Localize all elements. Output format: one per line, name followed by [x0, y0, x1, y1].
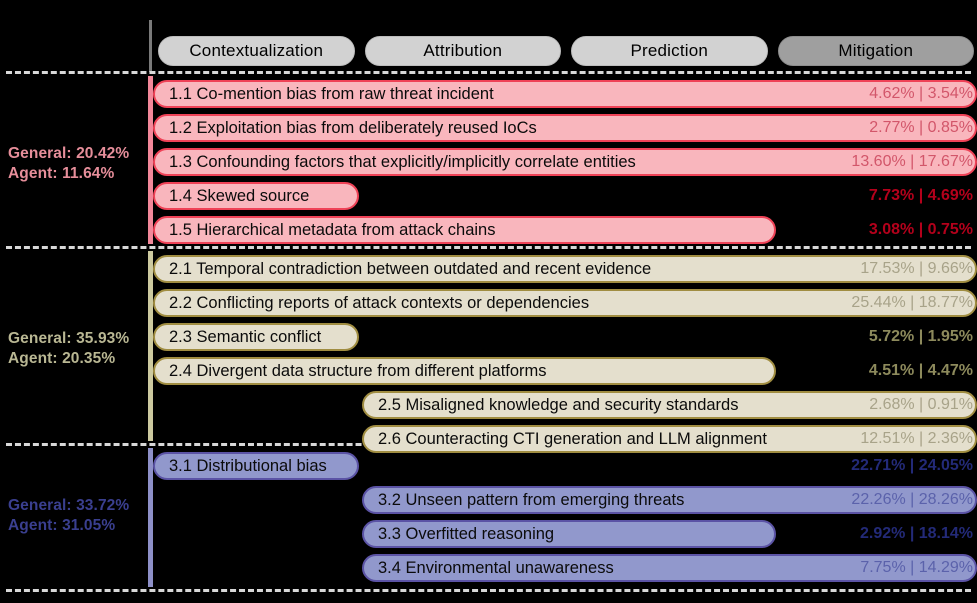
tab-mitigation[interactable]: Mitigation	[777, 36, 974, 66]
row-values: 13.60% | 17.67%	[851, 153, 973, 170]
row-label: 3.3 Overfitted reasoning	[378, 524, 555, 543]
table-row[interactable]: 2.5 Misaligned knowledge and security st…	[153, 391, 977, 419]
summary-general: General: 20.42%	[8, 145, 130, 162]
summary-agent: Agent: 31.05%	[8, 517, 116, 534]
row-pill[interactable]: 2.1 Temporal contradiction between outda…	[153, 255, 977, 283]
tab-contextualization[interactable]: Contextualization	[158, 36, 355, 66]
row-pill[interactable]: 1.2 Exploitation bias from deliberately …	[153, 114, 977, 142]
table-row[interactable]: 1.4 Skewed source 7.73% | 4.69%	[153, 182, 977, 210]
row-label: 2.5 Misaligned knowledge and security st…	[378, 395, 739, 414]
table-row[interactable]: 1.1 Co-mention bias from raw threat inci…	[153, 80, 977, 108]
row-pill[interactable]: 2.3 Semantic conflict	[153, 323, 359, 351]
section-summary-2: General: 35.93% Agent: 20.35%	[8, 329, 129, 369]
row-pill[interactable]: 1.4 Skewed source	[153, 182, 359, 210]
section-separator-1	[6, 71, 971, 74]
table-row[interactable]: 3.2 Unseen pattern from emerging threats…	[153, 486, 977, 514]
table-row[interactable]: 3.3 Overfitted reasoning 2.92% | 18.14%	[153, 520, 977, 548]
table-row[interactable]: 2.4 Divergent data structure from differ…	[153, 357, 977, 385]
tab-label: Attribution	[423, 41, 503, 60]
row-values: 7.75% | 14.29%	[860, 559, 973, 576]
section-conflict: General: 35.93% Agent: 20.35% 2.1 Tempor…	[0, 251, 977, 453]
row-values: 25.44% | 18.77%	[851, 294, 973, 311]
table-row[interactable]: 2.6 Counteracting CTI generation and LLM…	[153, 425, 977, 453]
row-label: 2.1 Temporal contradiction between outda…	[169, 259, 652, 278]
row-label: 2.3 Semantic conflict	[169, 327, 322, 346]
header: Contextualization Attribution Prediction Mi…	[0, 0, 977, 72]
section-accent-spine	[148, 76, 153, 244]
section-general-bias: General: 20.42% Agent: 11.64% 1.1 Co-men…	[0, 76, 977, 244]
section-generalization: General: 33.72% Agent: 31.05% 3.1 Distri…	[0, 448, 977, 587]
table-row[interactable]: 3.1 Distributional bias 22.71% | 24.05%	[153, 452, 977, 480]
row-label: 2.4 Divergent data structure from differ…	[169, 361, 547, 380]
tab-label: Prediction	[630, 41, 709, 60]
row-pill[interactable]: 2.5 Misaligned knowledge and security st…	[362, 391, 977, 419]
row-values: 4.51% | 4.47%	[868, 362, 973, 379]
table-row[interactable]: 1.2 Exploitation bias from deliberately …	[153, 114, 977, 142]
row-label: 2.2 Conflicting reports of attack contex…	[169, 293, 590, 312]
row-label: 1.2 Exploitation bias from deliberately …	[169, 118, 537, 137]
row-pill[interactable]: 3.2 Unseen pattern from emerging threats	[362, 486, 977, 514]
section-summary-3: General: 33.72% Agent: 31.05%	[8, 496, 129, 536]
summary-general: General: 35.93%	[8, 330, 130, 347]
row-pill[interactable]: 2.6 Counteracting CTI generation and LLM…	[362, 425, 977, 453]
table-row[interactable]: 1.5 Hierarchical metadata from attack ch…	[153, 216, 977, 244]
tab-label: Contextualization	[189, 41, 324, 60]
row-values: 4.62% | 3.54%	[869, 85, 973, 102]
row-values: 7.73% | 4.69%	[868, 187, 973, 204]
row-list-2: 2.1 Temporal contradiction between outda…	[153, 251, 977, 453]
row-values: 22.26% | 28.26%	[851, 491, 973, 508]
row-label: 3.4 Environmental unawareness	[378, 558, 614, 577]
summary-agent: Agent: 20.35%	[8, 350, 116, 367]
row-pill[interactable]: 3.3 Overfitted reasoning	[362, 520, 776, 548]
tab-attribution[interactable]: Attribution	[364, 36, 561, 66]
summary-agent: Agent: 11.64%	[8, 165, 115, 182]
row-values: 12.51% | 2.36%	[860, 430, 973, 447]
row-pill[interactable]: 1.1 Co-mention bias from raw threat inci…	[153, 80, 977, 108]
table-row[interactable]: 1.3 Confounding factors that explicitly/…	[153, 148, 977, 176]
tab-bar: Contextualization Attribution Prediction Mi…	[158, 36, 974, 66]
header-divider	[149, 20, 152, 72]
row-values: 2.77% | 0.85%	[869, 119, 973, 136]
section-separator-2	[6, 246, 971, 249]
tab-prediction[interactable]: Prediction	[571, 36, 768, 66]
section-accent-spine	[148, 448, 153, 587]
row-label: 1.4 Skewed source	[169, 186, 310, 205]
row-pill[interactable]: 3.1 Distributional bias	[153, 452, 359, 480]
row-pill[interactable]: 1.5 Hierarchical metadata from attack ch…	[153, 216, 776, 244]
row-label: 2.6 Counteracting CTI generation and LLM…	[378, 429, 767, 448]
row-pill[interactable]: 3.4 Environmental unawareness	[362, 554, 977, 582]
tab-label: Mitigation	[838, 41, 914, 60]
row-label: 3.1 Distributional bias	[169, 456, 327, 475]
row-values: 2.68% | 0.91%	[869, 396, 973, 413]
row-pill[interactable]: 1.3 Confounding factors that explicitly/…	[153, 148, 977, 176]
section-summary-1: General: 20.42% Agent: 11.64%	[8, 144, 129, 184]
table-row[interactable]: 3.4 Environmental unawareness 7.75% | 14.…	[153, 554, 977, 582]
row-label: 1.3 Confounding factors that explicitly/…	[169, 152, 636, 171]
row-pill[interactable]: 2.4 Divergent data structure from differ…	[153, 357, 776, 385]
row-label: 3.2 Unseen pattern from emerging threats	[378, 490, 685, 509]
table-row[interactable]: 2.1 Temporal contradiction between outda…	[153, 255, 977, 283]
row-label: 1.5 Hierarchical metadata from attack ch…	[169, 220, 496, 239]
table-row[interactable]: 2.2 Conflicting reports of attack contex…	[153, 289, 977, 317]
row-values: 22.71% | 24.05%	[851, 457, 973, 474]
row-pill[interactable]: 2.2 Conflicting reports of attack contex…	[153, 289, 977, 317]
row-values: 5.72% | 1.95%	[868, 328, 973, 345]
row-values: 3.08% | 0.75%	[868, 221, 973, 238]
table-row[interactable]: 2.3 Semantic conflict 5.72% | 1.95%	[153, 323, 977, 351]
summary-general: General: 33.72%	[8, 497, 130, 514]
row-label: 1.1 Co-mention bias from raw threat inci…	[169, 84, 494, 103]
section-accent-spine	[148, 251, 153, 441]
row-values: 2.92% | 18.14%	[860, 525, 973, 542]
row-list-1: 1.1 Co-mention bias from raw threat inci…	[153, 76, 977, 244]
row-values: 17.53% | 9.66%	[860, 260, 973, 277]
section-separator-4	[6, 589, 971, 592]
